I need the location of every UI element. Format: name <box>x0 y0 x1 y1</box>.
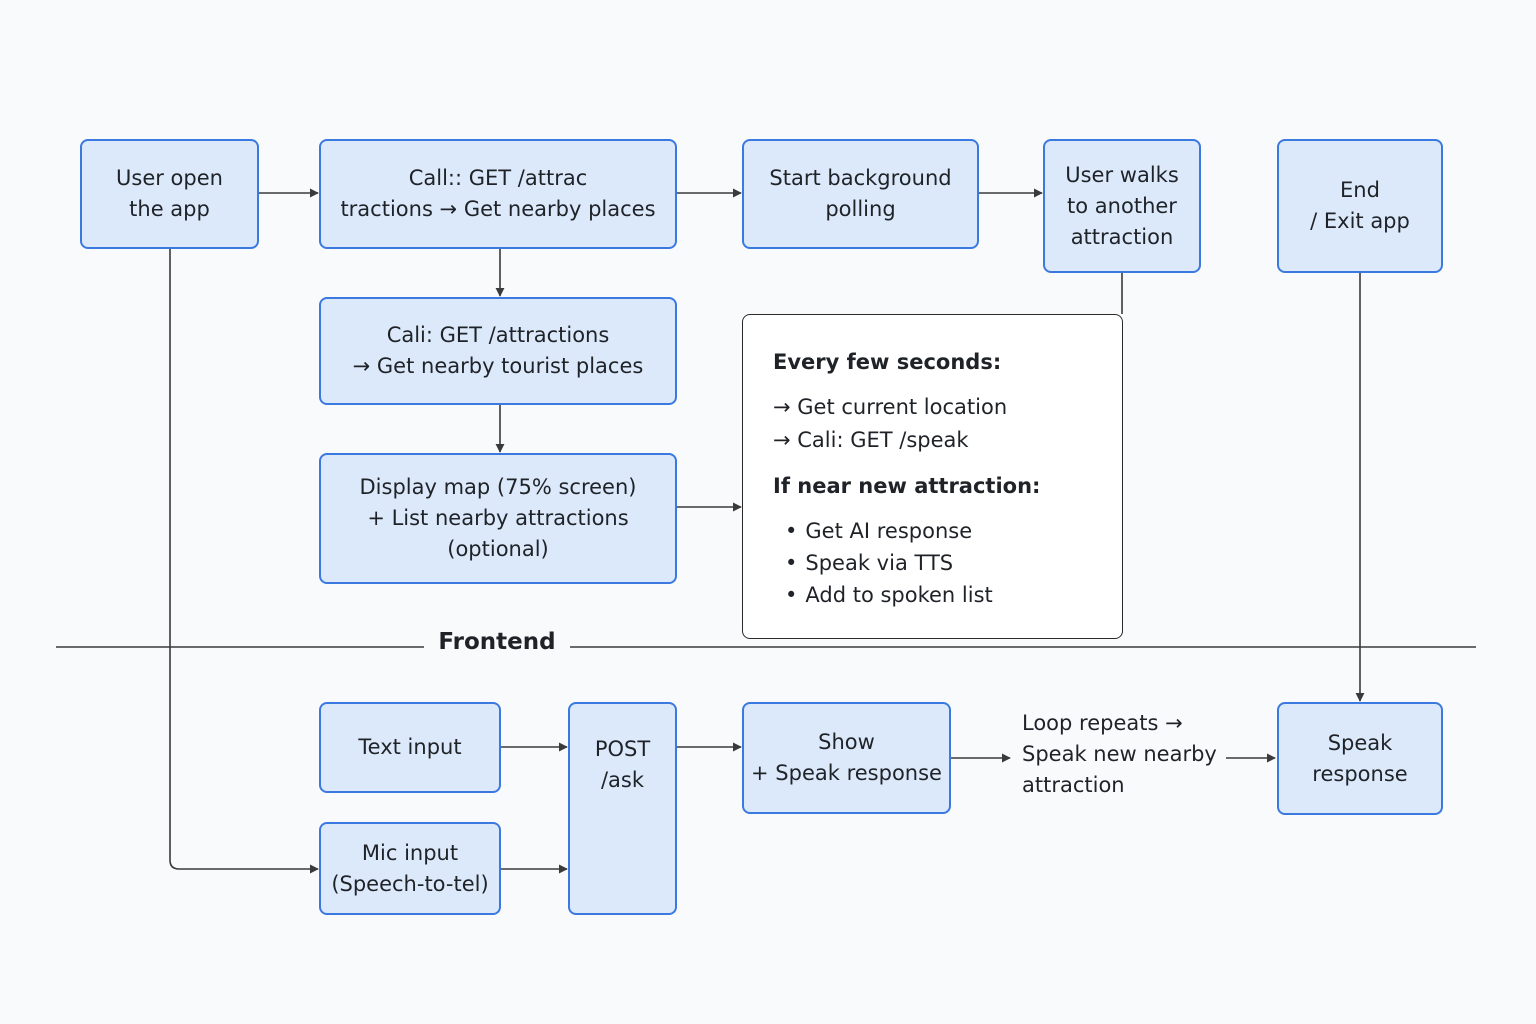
polling-note: Every few seconds: → Get current locatio… <box>742 314 1123 639</box>
node-label-line: User open <box>116 166 223 190</box>
node-label-line: (optional) <box>447 537 549 561</box>
node-label-line: response <box>1312 761 1408 786</box>
node-label-line: (Speech-to-tel) <box>331 871 489 896</box>
node-label-line: Start background <box>769 166 952 190</box>
node-label-line: User walks <box>1065 162 1179 187</box>
node-text-input: Text input <box>319 702 501 793</box>
node-label-line: polling <box>825 197 896 221</box>
note-line: → Get current location <box>773 395 1008 419</box>
note-line: → Cali: GET /speak <box>773 428 969 452</box>
node-label-line: Text input <box>358 735 462 759</box>
node-speak-response: Speak response <box>1277 702 1443 815</box>
node-post-ask: POST/ask <box>568 702 677 915</box>
node-label-line: Speak new nearby <box>1022 742 1217 766</box>
node-label-line: Speak <box>1327 730 1393 755</box>
node-label-line: Cali: GET /attractions <box>386 323 610 347</box>
node-label-line: POST <box>594 737 651 761</box>
node-label-line: /ask <box>600 768 645 792</box>
node-label-line: Show <box>818 730 875 754</box>
node-label-line: tractions → Get nearby places <box>340 197 656 221</box>
node-label-line: + List nearby attractions <box>367 506 629 530</box>
node-label-line: attraction <box>1022 773 1125 797</box>
node-label-line: Loop repeats → <box>1022 711 1183 735</box>
node-end-app: End / Exit app <box>1277 139 1443 273</box>
node-label-line: / Exit app <box>1310 209 1410 233</box>
node-label-line: the app <box>129 197 210 221</box>
node-label-line: Call:: GET /attrac <box>408 166 588 190</box>
node-call-attractions-2: Cali: GET /attractions → Get nearby touri… <box>319 297 677 405</box>
node-display-map: Display map (75% screen) + List nearby at… <box>319 453 677 584</box>
edge-open-to-mic <box>169 249 319 874</box>
node-label-line: Mic input <box>361 840 459 865</box>
node-label-line: + Speak response <box>751 761 942 785</box>
node-label-line: End <box>1340 178 1380 202</box>
note-bullet: Speak via TTS <box>773 547 1122 579</box>
note-bullet: Add to spoken list <box>773 579 1122 611</box>
note-bullet: Get AI response <box>773 515 1122 547</box>
note-heading: Every few seconds: <box>773 350 1002 374</box>
node-label-line: attraction <box>1070 224 1174 249</box>
node-user-walks: User walks to another attraction <box>1043 139 1201 273</box>
node-open-app: User open the app <box>80 139 259 249</box>
section-label-frontend: Frontend <box>424 626 570 658</box>
node-label-line: → Get nearby tourist places <box>352 354 644 378</box>
note-condition: If near new attraction: <box>773 474 1041 498</box>
node-show-speak: Show + Speak response <box>742 702 951 814</box>
node-label-line: to another <box>1067 193 1177 218</box>
loop-text: Loop repeats → Speak new nearby attraction <box>1022 708 1217 801</box>
node-mic-input: Mic input (Speech-to-tel) <box>319 822 501 915</box>
node-start-polling: Start background polling <box>742 139 979 249</box>
node-label-line: Display map (75% screen) <box>359 475 637 499</box>
